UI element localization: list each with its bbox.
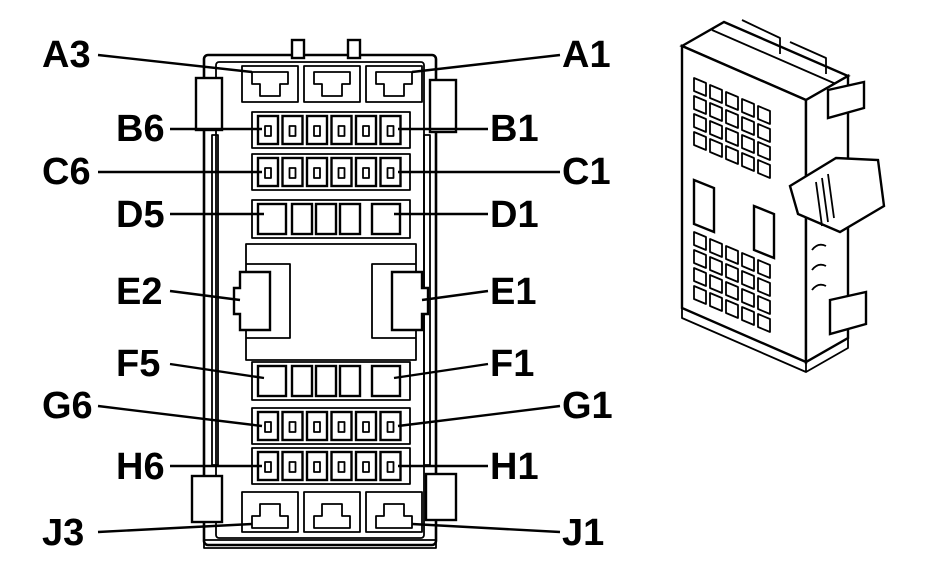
pin-cavity	[281, 410, 304, 442]
row-e-cavities	[232, 243, 430, 361]
pin-cavity	[305, 114, 329, 146]
pin-cavity	[281, 114, 304, 146]
row-d-cavities	[251, 199, 411, 239]
row-c-cavities	[251, 153, 411, 191]
label-j3: J3	[42, 512, 84, 554]
label-g1: G1	[562, 385, 613, 427]
label-d1: D1	[490, 194, 539, 236]
row-j-cavities	[241, 491, 423, 533]
side-latch-top-left	[194, 76, 224, 132]
pin-cavity	[379, 450, 402, 482]
side-latch-top-right	[428, 78, 458, 134]
pin-cavity	[354, 410, 378, 442]
label-j1: J1	[562, 512, 604, 554]
row-h-cavities	[251, 447, 411, 485]
label-h6: H6	[116, 446, 165, 488]
label-e2: E2	[116, 271, 162, 313]
label-f1: F1	[490, 343, 534, 385]
pin-cavity	[354, 156, 378, 188]
pin-cavity	[330, 156, 353, 188]
row-g-cavities	[251, 407, 411, 445]
top-latch-tab-left	[290, 38, 306, 60]
label-e1: E1	[490, 271, 536, 313]
top-latch-tab-right	[346, 38, 362, 60]
bottom-rail	[203, 539, 437, 549]
label-g6: G6	[42, 385, 93, 427]
pin-cavity	[379, 410, 402, 442]
side-latch-bottom-right	[424, 472, 458, 522]
label-d5: D5	[116, 194, 165, 236]
label-c1: C1	[562, 151, 611, 193]
label-b6: B6	[116, 108, 165, 150]
label-c6: C6	[42, 151, 91, 193]
connector-face-view	[190, 38, 458, 549]
connector-outer-shell	[202, 53, 438, 547]
pin-cavity	[330, 450, 353, 482]
pin-cavity	[354, 114, 378, 146]
row-b-cavities	[251, 111, 411, 149]
row-f-cavities	[251, 361, 411, 401]
pin-cavity	[379, 114, 402, 146]
pin-cavity	[330, 114, 353, 146]
pin-cavity	[379, 156, 402, 188]
label-f5: F5	[116, 343, 160, 385]
pin-cavity	[281, 156, 304, 188]
pin-cavity	[305, 450, 329, 482]
leader-lines	[97, 53, 561, 534]
pin-cavity	[281, 450, 304, 482]
label-h1: H1	[490, 446, 539, 488]
label-a1: A1	[562, 34, 611, 76]
side-latch-bottom-left	[190, 474, 224, 524]
pin-cavity	[305, 410, 329, 442]
row-a-cavities	[241, 65, 423, 103]
side-rib-left	[211, 134, 219, 466]
pin-cavity	[330, 410, 353, 442]
pin-cavity	[305, 156, 329, 188]
pin-labels: A3 A1 B6 B1 C6 C1 D5 D1 E2 E1 F5 F1 G6 G…	[42, 34, 613, 554]
pin-cavity	[354, 450, 378, 482]
label-b1: B1	[490, 108, 539, 150]
label-a3: A3	[42, 34, 91, 76]
connector-isometric-view	[679, 19, 886, 373]
